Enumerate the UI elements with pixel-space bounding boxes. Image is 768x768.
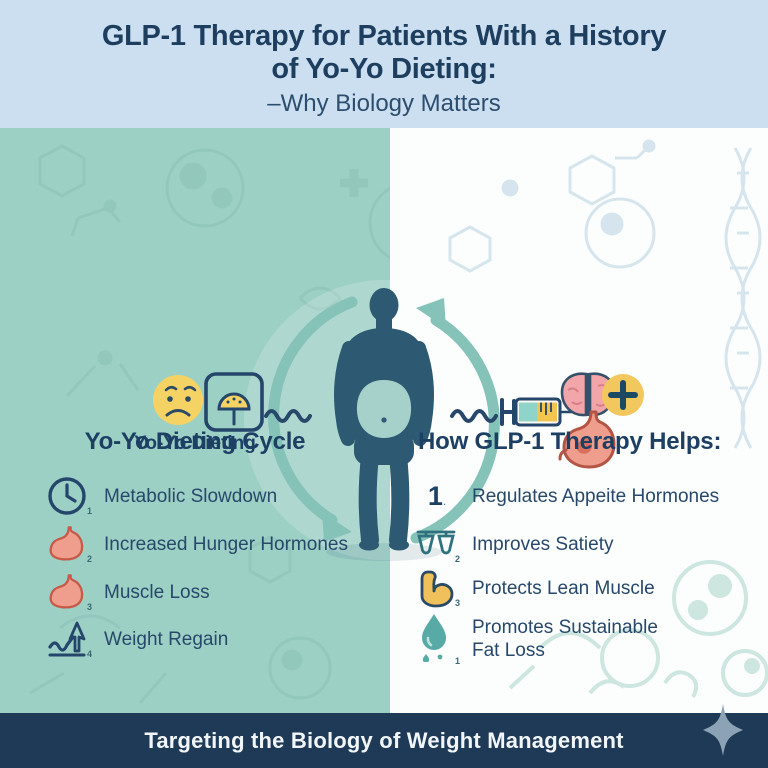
- clock-icon: [48, 477, 86, 515]
- list-item: 2 Improves Satiety: [414, 522, 614, 566]
- footer-text: Targeting the Biology of Weight Manageme…: [144, 727, 624, 753]
- list-item-label: Muscle Loss: [104, 581, 210, 603]
- list-item-label: Increased Hunger Hormones: [104, 533, 348, 555]
- page-subtitle: –Why Biology Matters: [267, 90, 501, 117]
- stomach-icon: [49, 574, 84, 609]
- right-column-heading: How GLP-1 Therapy Helps:: [418, 428, 722, 455]
- list-item-label: Improves Satiety: [472, 533, 614, 555]
- header-banner: GLP-1 Therapy for Patients With a Histor…: [0, 0, 768, 128]
- list-item-label: Protects Lean Muscle: [472, 577, 655, 599]
- droplet-icon: [422, 614, 446, 662]
- footer-banner: Targeting the Biology of Weight Manageme…: [0, 713, 768, 768]
- list-item: 1. Regulates Appeite Hormones: [414, 474, 719, 518]
- list-item-label: Metabolic Slowdown: [104, 485, 278, 507]
- chart-up-icon: [48, 621, 86, 657]
- yoyo-dieting-label: Yo-Yo Dieting: [134, 433, 256, 454]
- list-item-label: Promotes Sustainable Fat Loss: [472, 617, 658, 661]
- list-item-label: Regulates Appeite Hormones: [472, 485, 720, 507]
- list-item: 2 Increased Hunger Hormones: [46, 522, 348, 566]
- list-item: 1 Promotes Sustainable Fat Loss: [414, 610, 687, 668]
- bicep-icon: [420, 570, 454, 608]
- left-column-heading: Yo-Yo Dieting Cycle: [84, 428, 306, 455]
- list-item: 3 Protects Lean Muscle: [414, 566, 655, 610]
- page-title-line2: of Yo-Yo Dieting:: [271, 53, 497, 85]
- list-item-label: Weight Regain: [104, 628, 229, 650]
- list-item: 4 Weight Regain: [46, 617, 228, 661]
- list-item: 1 Metabolic Slowdown: [46, 474, 277, 518]
- stomach-icon: [49, 526, 84, 561]
- page-title-line1: GLP-1 Therapy for Patients With a Histor…: [101, 20, 667, 52]
- balance-scales-icon: [416, 530, 456, 555]
- sparkle-icon: [703, 704, 743, 756]
- list-item: 3 Muscle Loss: [46, 570, 210, 614]
- number-one-icon: 1.: [427, 480, 447, 511]
